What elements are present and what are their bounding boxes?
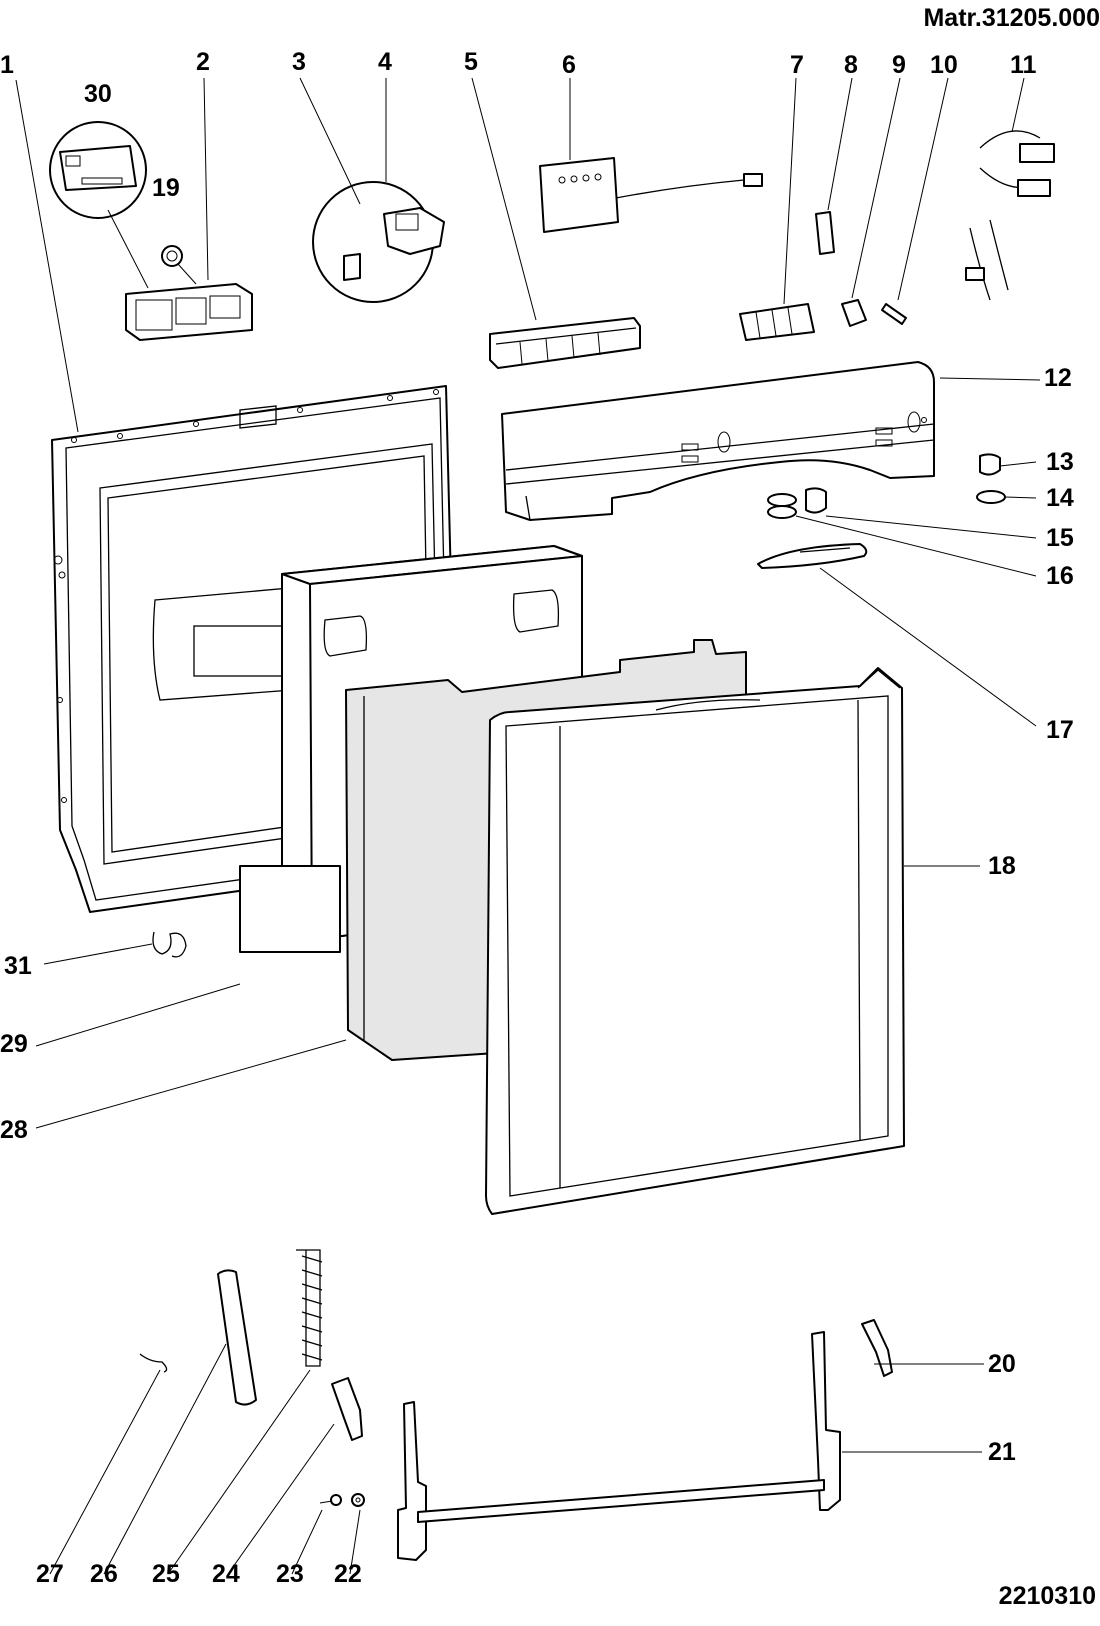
part-24-hinge — [331, 1377, 363, 1441]
callout-31: 31 — [4, 952, 32, 980]
part-8-cable — [815, 211, 835, 255]
callout-4: 4 — [378, 48, 392, 76]
callout-19: 19 — [152, 174, 180, 202]
callout-25: 25 — [152, 1560, 180, 1588]
part-9-switch — [841, 299, 867, 327]
part-18-outer-door — [485, 667, 905, 1215]
callout-8: 8 — [844, 51, 858, 79]
callout-29: 29 — [0, 1030, 28, 1058]
part-21-hinge-bracket — [397, 1331, 841, 1561]
callout-24: 24 — [212, 1560, 240, 1588]
part-6-electronic-board — [539, 157, 763, 233]
part-5-terminal-strip — [489, 317, 641, 369]
part-4-detail-bubble — [312, 181, 445, 303]
callout-21: 21 — [988, 1438, 1016, 1466]
callout-7: 7 — [790, 51, 804, 79]
callout-26: 26 — [90, 1560, 118, 1588]
callout-23: 23 — [276, 1560, 304, 1588]
part-31-clip — [152, 931, 187, 958]
callout-16: 16 — [1046, 562, 1074, 590]
callout-1: 1 — [0, 51, 14, 79]
callout-20: 20 — [988, 1350, 1016, 1378]
part-10-sensor — [881, 303, 907, 325]
callout-5: 5 — [464, 48, 478, 76]
callout-14: 14 — [1046, 484, 1074, 512]
part-13-button — [979, 453, 1001, 476]
part-7-connectors — [739, 303, 815, 341]
part-20-hinge-arm — [861, 1319, 893, 1377]
part-11-wiring-harness — [965, 130, 1055, 301]
callout-2: 2 — [196, 48, 210, 76]
part-15-button — [805, 487, 827, 514]
callout-3: 3 — [292, 48, 306, 76]
callout-12: 12 — [1044, 364, 1072, 392]
part-19-knob — [161, 245, 197, 285]
callout-18: 18 — [988, 852, 1016, 880]
callout-10: 10 — [930, 51, 958, 79]
callout-11: 11 — [1010, 51, 1037, 79]
leader-lines — [15, 77, 1041, 1575]
callout-15: 15 — [1046, 524, 1074, 552]
part-28-grey-panel — [345, 639, 747, 1061]
part-27-pin — [139, 1353, 168, 1373]
part-30-detail-bubble — [49, 121, 149, 289]
part-14-lens — [976, 490, 1006, 504]
callout-numbers: 1 2 3 4 5 6 7 8 9 10 11 12 13 14 15 16 1… — [0, 48, 1074, 1588]
callout-22: 22 — [334, 1560, 362, 1588]
part-16-lens — [767, 493, 797, 519]
material-number: Matr.31205.000 — [923, 4, 1100, 32]
callout-6: 6 — [562, 51, 576, 79]
callout-30: 30 — [84, 80, 112, 108]
callout-13: 13 — [1046, 448, 1074, 476]
part-25-spring — [296, 1249, 323, 1367]
part-26-foam-strip — [217, 1269, 257, 1406]
part-22-washer — [351, 1493, 365, 1507]
callout-27: 27 — [36, 1560, 64, 1588]
drawing-number: 2210310 — [998, 1582, 1096, 1610]
callout-28: 28 — [0, 1116, 28, 1144]
callout-9: 9 — [892, 51, 906, 79]
part-23-screw — [319, 1494, 342, 1506]
part-12-control-panel — [501, 361, 935, 521]
part-2-module — [125, 283, 253, 341]
part-17-handle — [757, 543, 868, 569]
callout-17: 17 — [1046, 716, 1074, 744]
